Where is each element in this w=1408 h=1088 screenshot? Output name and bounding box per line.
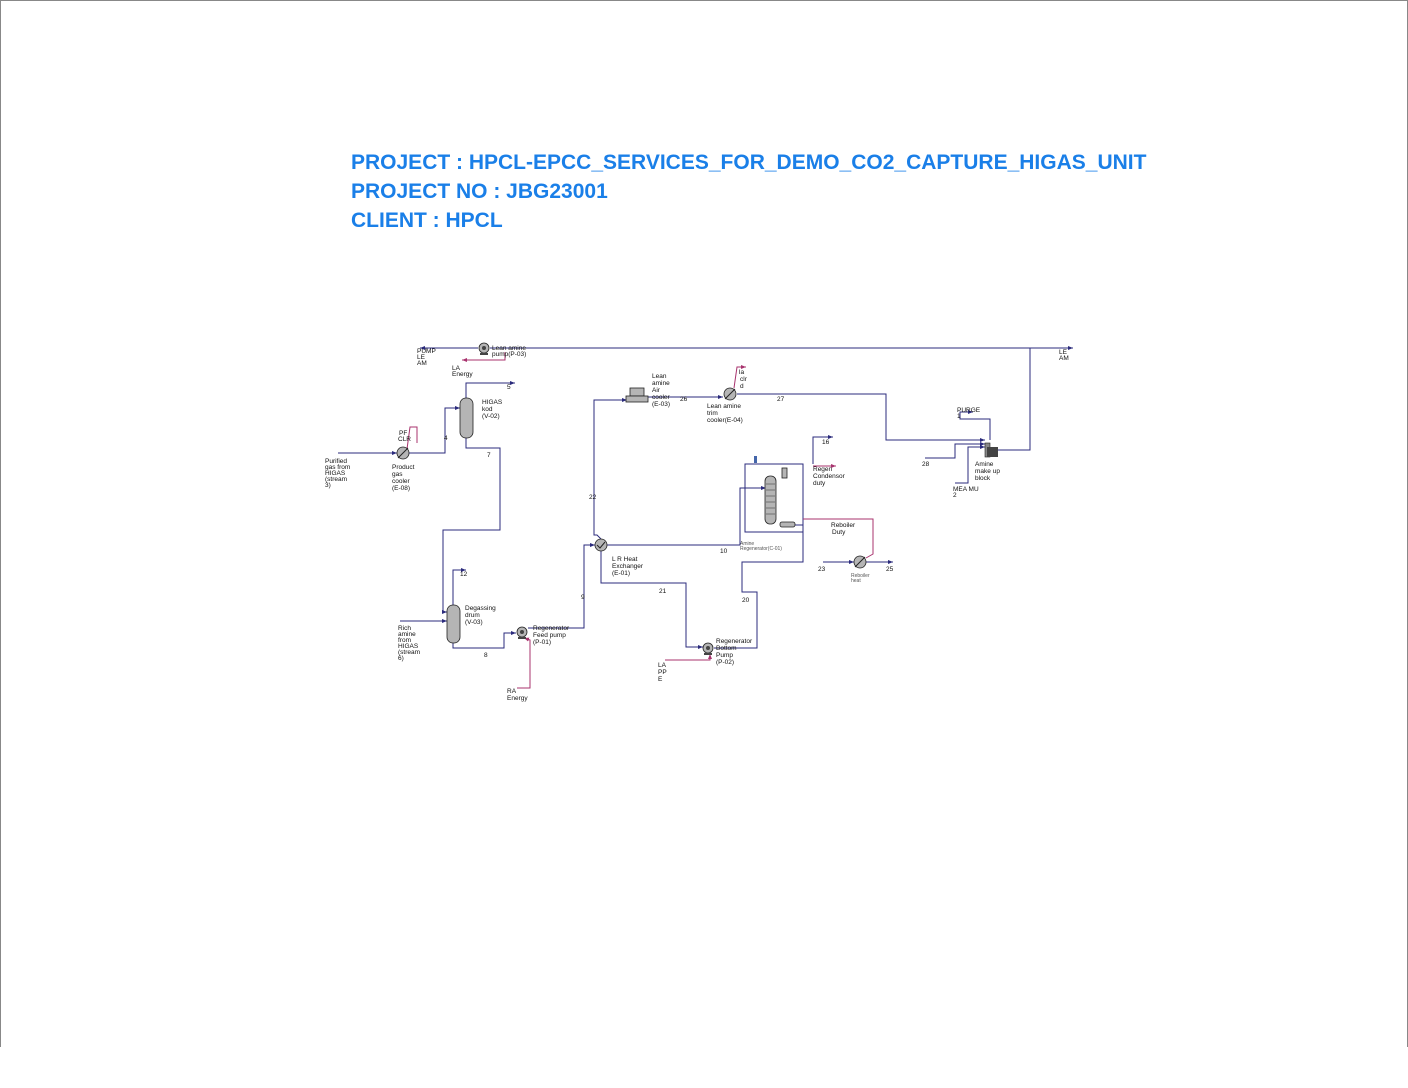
label-stream-26: 26 [680, 396, 688, 403]
label-stream-20: 20 [742, 597, 750, 604]
energy-la-clrd[interactable] [733, 365, 746, 389]
vessel-v03[interactable] [446, 604, 461, 644]
amine-makeup-block[interactable] [984, 442, 998, 458]
energy-reboiler[interactable] [803, 518, 874, 559]
column-c01[interactable] [754, 456, 796, 528]
label-stream-16: 16 [822, 439, 830, 446]
stream-5[interactable] [465, 381, 515, 398]
stream-purge[interactable] [959, 410, 991, 440]
heat-exchanger-e04[interactable] [723, 387, 737, 401]
streams [338, 346, 1073, 649]
pump-p02[interactable] [702, 642, 714, 655]
stream-10[interactable] [607, 486, 766, 546]
stream-22[interactable] [593, 398, 627, 540]
label-stream-22: 22 [589, 494, 597, 501]
label-stream-12: 12 [460, 571, 468, 578]
label-stream-8: 8 [484, 652, 488, 659]
label-stream-4: 4 [444, 435, 448, 442]
stream-28[interactable] [925, 442, 985, 459]
energy-pf-clr[interactable] [406, 426, 418, 450]
column-boundary [744, 463, 804, 533]
reboiler-heater[interactable] [853, 555, 867, 569]
label-stream-28: 28 [922, 461, 930, 468]
stream-21[interactable] [600, 551, 703, 649]
label-stream-10: 10 [720, 548, 728, 555]
label-stream-27: 27 [777, 396, 785, 403]
air-cooler-e03[interactable] [625, 387, 649, 403]
label-stream-25: 25 [886, 566, 894, 573]
energy-ra[interactable] [517, 637, 531, 689]
heat-exchanger-e08[interactable] [396, 446, 410, 460]
energy-streams [406, 352, 874, 689]
energy-la[interactable] [462, 352, 506, 362]
heat-exchanger-e01[interactable] [594, 538, 608, 552]
client-name: CLIENT : HPCL [351, 209, 503, 232]
project-number: PROJECT NO : JBG23001 [351, 180, 608, 203]
label-stream-7: 7 [487, 452, 491, 459]
pump-p03[interactable] [478, 342, 490, 355]
label-stream-5: 5 [507, 384, 511, 391]
stream-9[interactable] [528, 543, 595, 629]
energy-la-ppe[interactable] [665, 654, 712, 661]
pump-p01[interactable] [516, 626, 528, 639]
label-stream-21: 21 [659, 588, 667, 595]
stream-makeup-out[interactable] [997, 348, 1031, 451]
equipment [396, 342, 998, 655]
stream-8[interactable] [452, 631, 516, 649]
stream-mea-mu[interactable] [955, 445, 985, 484]
label-stream-23: 23 [818, 566, 826, 573]
stream-12[interactable] [452, 568, 466, 606]
vessel-v02[interactable] [459, 397, 474, 439]
stream-16[interactable] [812, 435, 833, 464]
stream-7[interactable] [442, 438, 501, 614]
project-title: PROJECT : HPCL-EPCC_SERVICES_FOR_DEMO_CO… [351, 151, 1147, 174]
stream-20[interactable] [714, 524, 804, 649]
project-header: PROJECT : HPCL-EPCC_SERVICES_FOR_DEMO_CO… [351, 148, 1146, 235]
stream-27[interactable] [737, 393, 985, 442]
label-stream-9: 9 [581, 594, 585, 601]
stream-4[interactable] [409, 406, 460, 454]
